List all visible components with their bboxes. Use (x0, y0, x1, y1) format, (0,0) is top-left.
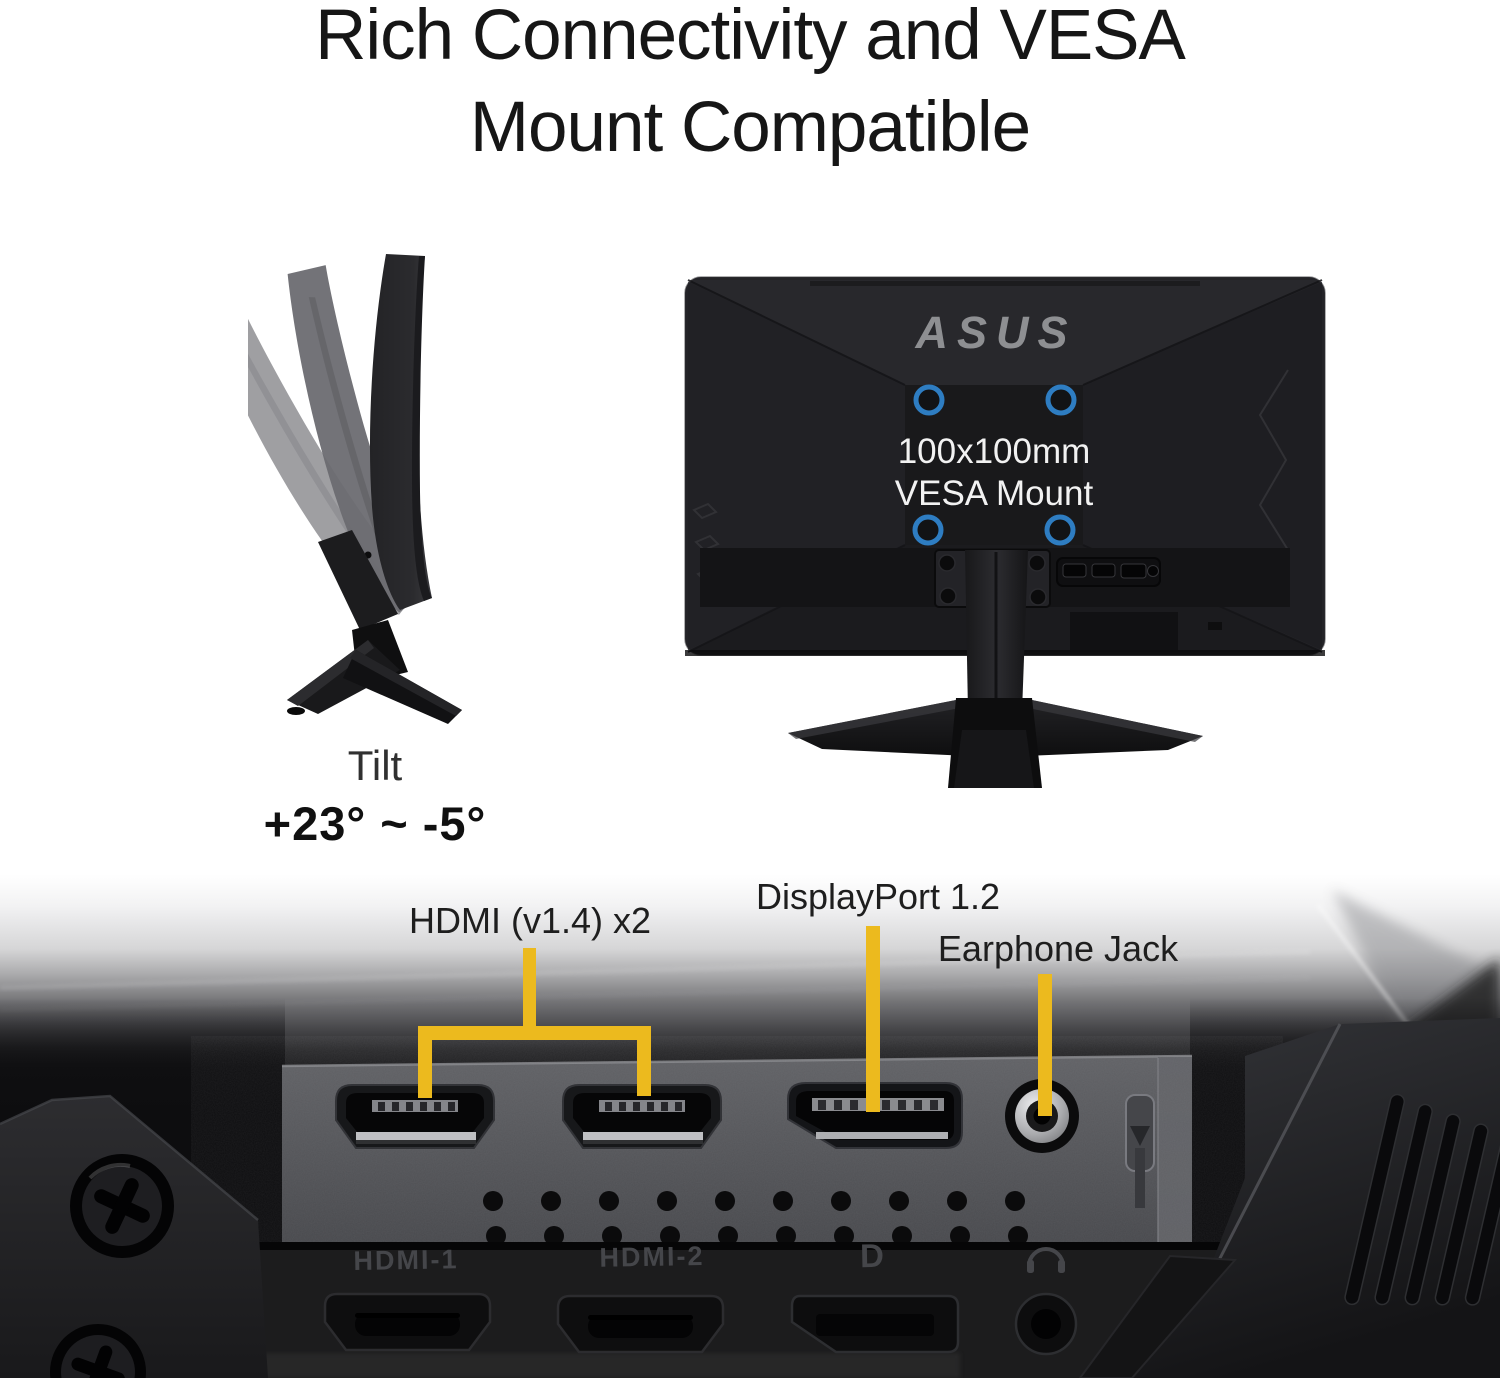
displayport-logo-icon: D (860, 1237, 884, 1274)
rear-label-sticker (1070, 612, 1178, 650)
hdmi-callout-stem (523, 948, 536, 1032)
earphone-molded-recess (1014, 1292, 1078, 1356)
vesa-bracket-screws (938, 554, 1047, 606)
callout-lines (418, 926, 1052, 1116)
hdmi-1-molded-recess (323, 1292, 492, 1352)
vesa-mount-plate: 100x100mm VESA Mount (895, 384, 1094, 546)
hdmi-callout-label: HDMI (v1.4) x2 (408, 900, 652, 941)
vesa-hole-icon (913, 384, 945, 416)
vesa-hole-icon (1045, 384, 1077, 416)
asus-logo: ASUS (914, 307, 1076, 358)
vent-holes (483, 1191, 1028, 1246)
left-foreground-arm (0, 1094, 268, 1378)
embossed-hdmi2-label: HDMI-2 (599, 1241, 705, 1273)
page-title: Rich Connectivity and VESA Mount Compati… (0, 0, 1500, 174)
displayport-callout-line (866, 926, 880, 1112)
ports-photo-art: HDMI-1 HDMI-2 D (0, 890, 1500, 1378)
vesa-hole-icon (1044, 514, 1076, 546)
monitor-side-view-image (248, 254, 462, 724)
tilt-label: Tilt (347, 742, 403, 789)
hdmi-port-1 (335, 1084, 495, 1149)
vesa-hole-icon (912, 514, 944, 546)
tilt-range-value: +23° ~ -5° (263, 797, 487, 850)
earphone-callout-line (1038, 974, 1052, 1116)
panel-latch-slot (1125, 1094, 1155, 1208)
vesa-holes-group (912, 384, 1077, 546)
page-title-line2: Mount Compatible (469, 88, 1031, 167)
back-stand (788, 550, 1203, 788)
rear-io-ports (1062, 563, 1159, 579)
side-stand (287, 530, 462, 724)
hdmi-callout-leg-left (418, 1026, 432, 1098)
ports-photo-section: HDMI-1 HDMI-2 D (0, 848, 1500, 1378)
screw-bottom (50, 1324, 146, 1378)
right-foreground-shape (1078, 1018, 1500, 1378)
hdmi-callout-bracket (418, 1026, 651, 1040)
monitor-back-view-image: ASUS 100x100mm VESA Mount (684, 276, 1326, 788)
molded-bottom: HDMI-1 HDMI-2 D (230, 1237, 1330, 1378)
headphone-icon (1027, 1247, 1065, 1273)
tilt-caption: Tilt +23° ~ -5° (240, 742, 510, 851)
hdmi-callout-leg-right (637, 1026, 651, 1096)
vesa-size-label: 100x100mm (898, 432, 1091, 471)
tilt-panel-solid (364, 254, 432, 610)
hdmi-2-molded-recess (556, 1294, 725, 1354)
side-vent-slats (1344, 1093, 1500, 1306)
kensington-slot (1208, 622, 1222, 630)
screw-top (70, 1154, 174, 1258)
vesa-mount-label: VESA Mount (895, 474, 1094, 513)
embossed-hdmi1-label: HDMI-1 (353, 1244, 459, 1276)
earphone-callout-label: Earphone Jack (937, 928, 1179, 969)
displayport-callout-label: DisplayPort 1.2 (755, 876, 1001, 917)
page-title-line1: Rich Connectivity and VESA (315, 0, 1186, 75)
displayport-port (787, 1082, 963, 1149)
displayport-molded-recess (790, 1294, 960, 1354)
